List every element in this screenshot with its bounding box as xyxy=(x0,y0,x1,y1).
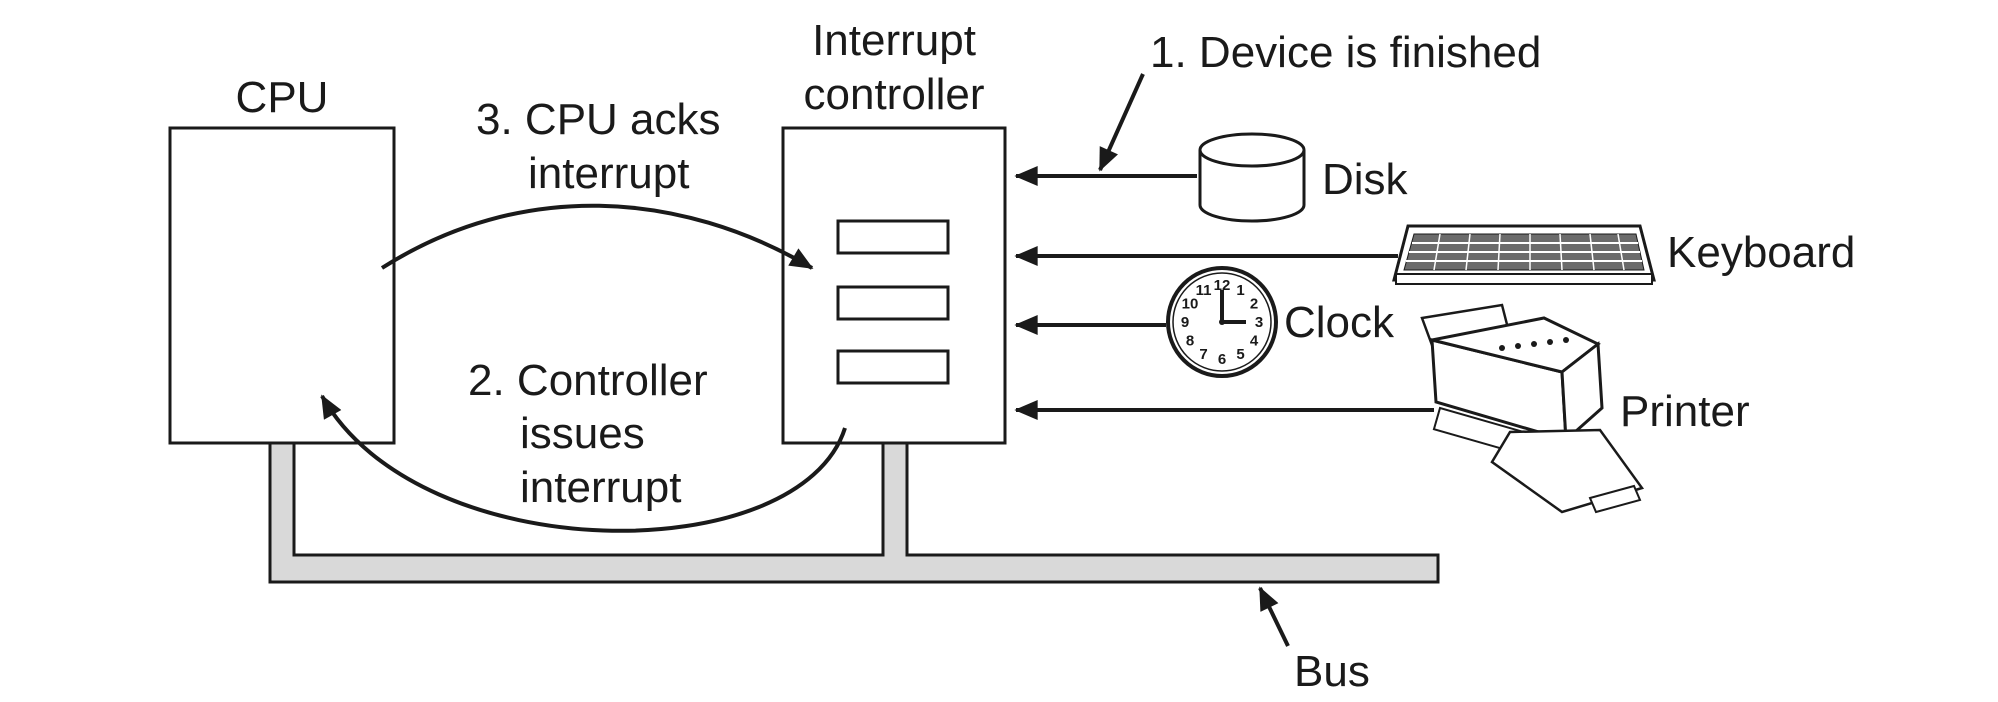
clock-numeral-1: 1 xyxy=(1236,282,1244,299)
clock-numeral-3: 3 xyxy=(1255,314,1263,331)
clock-numeral-7: 7 xyxy=(1199,346,1207,363)
clock-numeral-9: 9 xyxy=(1181,314,1189,331)
step2-label-line2: issues xyxy=(520,409,645,458)
disk-icon xyxy=(1198,132,1306,223)
bus-shape xyxy=(268,441,1440,584)
bus-label: Bus xyxy=(1294,647,1370,696)
clock-numeral-5: 5 xyxy=(1236,346,1244,363)
controller-register-3 xyxy=(836,349,950,385)
cpu-box xyxy=(168,126,396,445)
step2-label-line1: 2. Controller xyxy=(468,356,708,405)
controller-label-line2: controller xyxy=(804,70,985,119)
clock-numeral-6: 6 xyxy=(1218,351,1226,368)
clock-numeral-11: 11 xyxy=(1196,282,1212,299)
printer-icon xyxy=(1420,303,1645,514)
controller-register-1 xyxy=(836,219,950,255)
keyboard-icon xyxy=(1392,224,1656,285)
clock-label: Clock xyxy=(1284,298,1395,347)
cpu-label: CPU xyxy=(236,73,329,122)
controller-label-line1: Interrupt xyxy=(812,16,976,65)
bus-pointer-arrow xyxy=(1258,586,1290,647)
cpu-ack-arrow xyxy=(380,203,814,270)
clock-numeral-8: 8 xyxy=(1186,333,1194,350)
keyboard-label: Keyboard xyxy=(1667,228,1855,277)
step3-label-line2: interrupt xyxy=(528,149,689,198)
clock-numeral-2: 2 xyxy=(1250,296,1258,313)
clock-numeral-10: 10 xyxy=(1182,296,1199,313)
step2-label-line3: interrupt xyxy=(520,463,681,512)
controller-register-2 xyxy=(836,285,950,321)
step3-label-line1: 3. CPU acks xyxy=(476,95,721,144)
step1-label: 1. Device is finished xyxy=(1150,28,1541,77)
controller-issues-arrow xyxy=(320,394,847,533)
clock-numeral-4: 4 xyxy=(1250,333,1259,350)
device-finished-pointer-arrow xyxy=(1098,73,1145,172)
disk-label: Disk xyxy=(1322,155,1409,204)
clock-numeral-12: 12 xyxy=(1214,277,1231,294)
printer-label: Printer xyxy=(1620,387,1750,436)
